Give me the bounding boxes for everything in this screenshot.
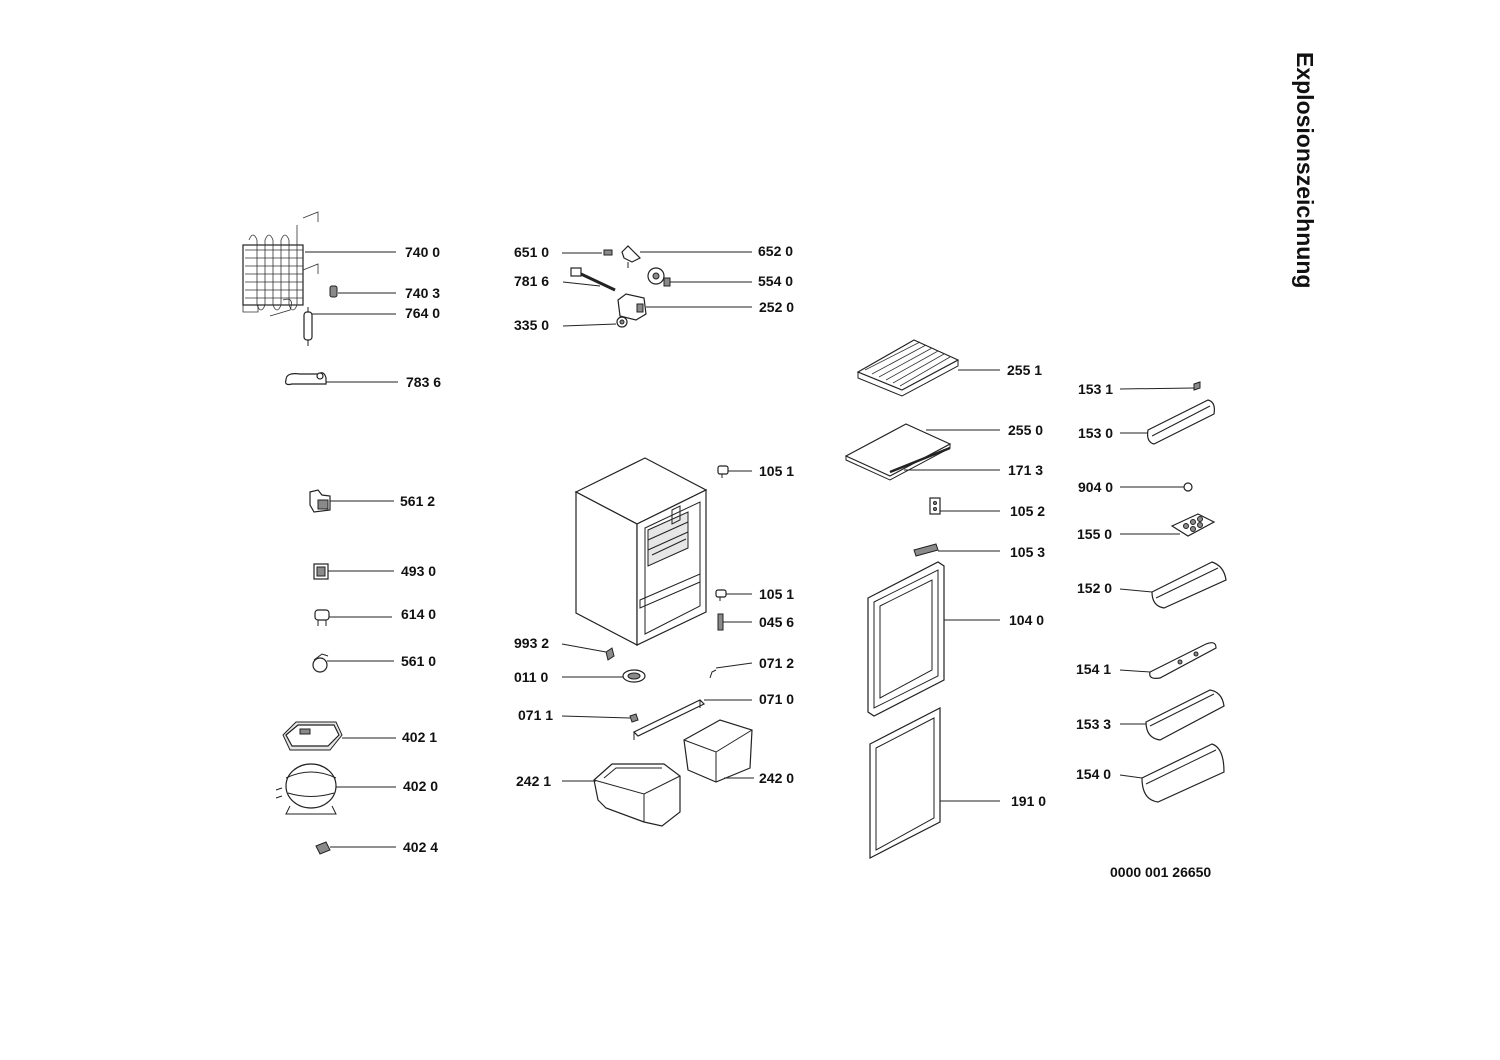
clip-part: [709, 669, 717, 679]
hinge-bottom-part: [715, 589, 727, 601]
callout-993-2: 993 2: [514, 635, 549, 651]
rail-clip-part: [629, 713, 639, 723]
callout-171-3: 171 3: [1008, 462, 1043, 478]
bottle-retainer-part: [1149, 642, 1217, 679]
middle-hinge-part: [929, 497, 941, 515]
callout-764-0: 764 0: [405, 305, 440, 321]
callout-152-0: 152 0: [1077, 580, 1112, 596]
evaporation-tray-part: [622, 669, 646, 683]
thermostat-knob-part: [647, 267, 671, 287]
lamp-part: [616, 316, 628, 328]
callout-614-0: 614 0: [401, 606, 436, 622]
callout-105-2: 105 2: [1010, 503, 1045, 519]
callout-153-0: 153 0: [1078, 425, 1113, 441]
overload-protector-part: [313, 563, 329, 580]
drain-plug-part: [605, 647, 615, 661]
sensor-cable-part: [570, 267, 616, 292]
callout-154-1: 154 1: [1076, 661, 1111, 677]
hinge-pin-part: [717, 613, 724, 631]
callout-255-0: 255 0: [1008, 422, 1043, 438]
callout-255-1: 255 1: [1007, 362, 1042, 378]
small-cap-part: [1193, 381, 1201, 391]
callout-105-1-top: 105 1: [759, 463, 794, 479]
callout-105-3: 105 3: [1010, 544, 1045, 560]
drawer-rail-part: [632, 699, 706, 740]
callout-191-0: 191 0: [1011, 793, 1046, 809]
callout-561-2: 561 2: [400, 493, 435, 509]
callout-105-1-bottom: 105 1: [759, 586, 794, 602]
callout-740-3: 740 3: [405, 285, 440, 301]
door-bin-lower-part: [1141, 743, 1225, 803]
capillary-tube-part: [285, 372, 327, 386]
callout-561-0: 561 0: [401, 653, 436, 669]
drier-part: [303, 307, 313, 346]
callout-011-0: 011 0: [514, 669, 548, 685]
callout-740-0: 740 0: [405, 244, 440, 260]
relay-part: [309, 489, 331, 513]
door-part: [867, 561, 945, 717]
door-bin-upper-part: [1151, 561, 1227, 609]
egg-tray-part: [1170, 513, 1216, 537]
callout-402-4: 402 4: [403, 839, 438, 855]
knob-part: [603, 249, 613, 256]
callout-153-3: 153 3: [1076, 716, 1111, 732]
butter-compartment-lid-part: [1147, 399, 1215, 445]
glass-shelf-part: [844, 423, 952, 481]
callout-242-1: 242 1: [516, 773, 551, 789]
vegetable-drawer-right-part: [683, 719, 753, 783]
lamp-holder-part: [314, 609, 330, 626]
callout-104-0: 104 0: [1009, 612, 1044, 628]
callout-493-0: 493 0: [401, 563, 436, 579]
callout-402-0: 402 0: [403, 778, 438, 794]
callout-554-0: 554 0: [758, 273, 793, 289]
document-number: 0000 001 26650: [1110, 864, 1211, 880]
diagram-title: Explosionszeichnung: [1292, 52, 1318, 288]
drier-clip-part: [329, 285, 338, 298]
callout-153-1: 153 1: [1078, 381, 1113, 397]
vegetable-drawer-left-part: [593, 763, 681, 827]
compressor-cover-part: [282, 721, 343, 751]
door-bin-middle-part: [1145, 689, 1225, 741]
foot-part: [1183, 482, 1193, 492]
callout-071-1: 071 1: [518, 707, 553, 723]
callout-242-0: 242 0: [759, 770, 794, 786]
callout-652-0: 652 0: [758, 243, 793, 259]
callout-071-0: 071 0: [759, 691, 794, 707]
thermostat-bracket-part: [621, 245, 642, 268]
starter-part: [312, 653, 329, 673]
callout-045-6: 045 6: [759, 614, 794, 630]
hinge-cover-part: [913, 543, 939, 557]
shelf-trim-part: [889, 446, 951, 474]
callout-904-0: 904 0: [1078, 479, 1113, 495]
callout-402-1: 402 1: [402, 729, 437, 745]
callout-781-6: 781 6: [514, 273, 549, 289]
callout-252-0: 252 0: [759, 299, 794, 315]
condenser-part: [242, 211, 319, 317]
wire-shelf-part: [856, 339, 960, 397]
callout-651-0: 651 0: [514, 244, 549, 260]
callout-154-0: 154 0: [1076, 766, 1111, 782]
door-gasket-part: [869, 707, 941, 859]
compressor-grommet-part: [315, 841, 331, 855]
compressor-part: [275, 763, 337, 815]
callout-071-2: 071 2: [759, 655, 794, 671]
thermostat-housing-part: [617, 293, 647, 321]
callout-335-0: 335 0: [514, 317, 549, 333]
callout-155-0: 155 0: [1077, 526, 1112, 542]
hinge-top-part: [717, 465, 729, 478]
callout-783-6: 783 6: [406, 374, 441, 390]
cabinet-body-part: [574, 457, 708, 646]
